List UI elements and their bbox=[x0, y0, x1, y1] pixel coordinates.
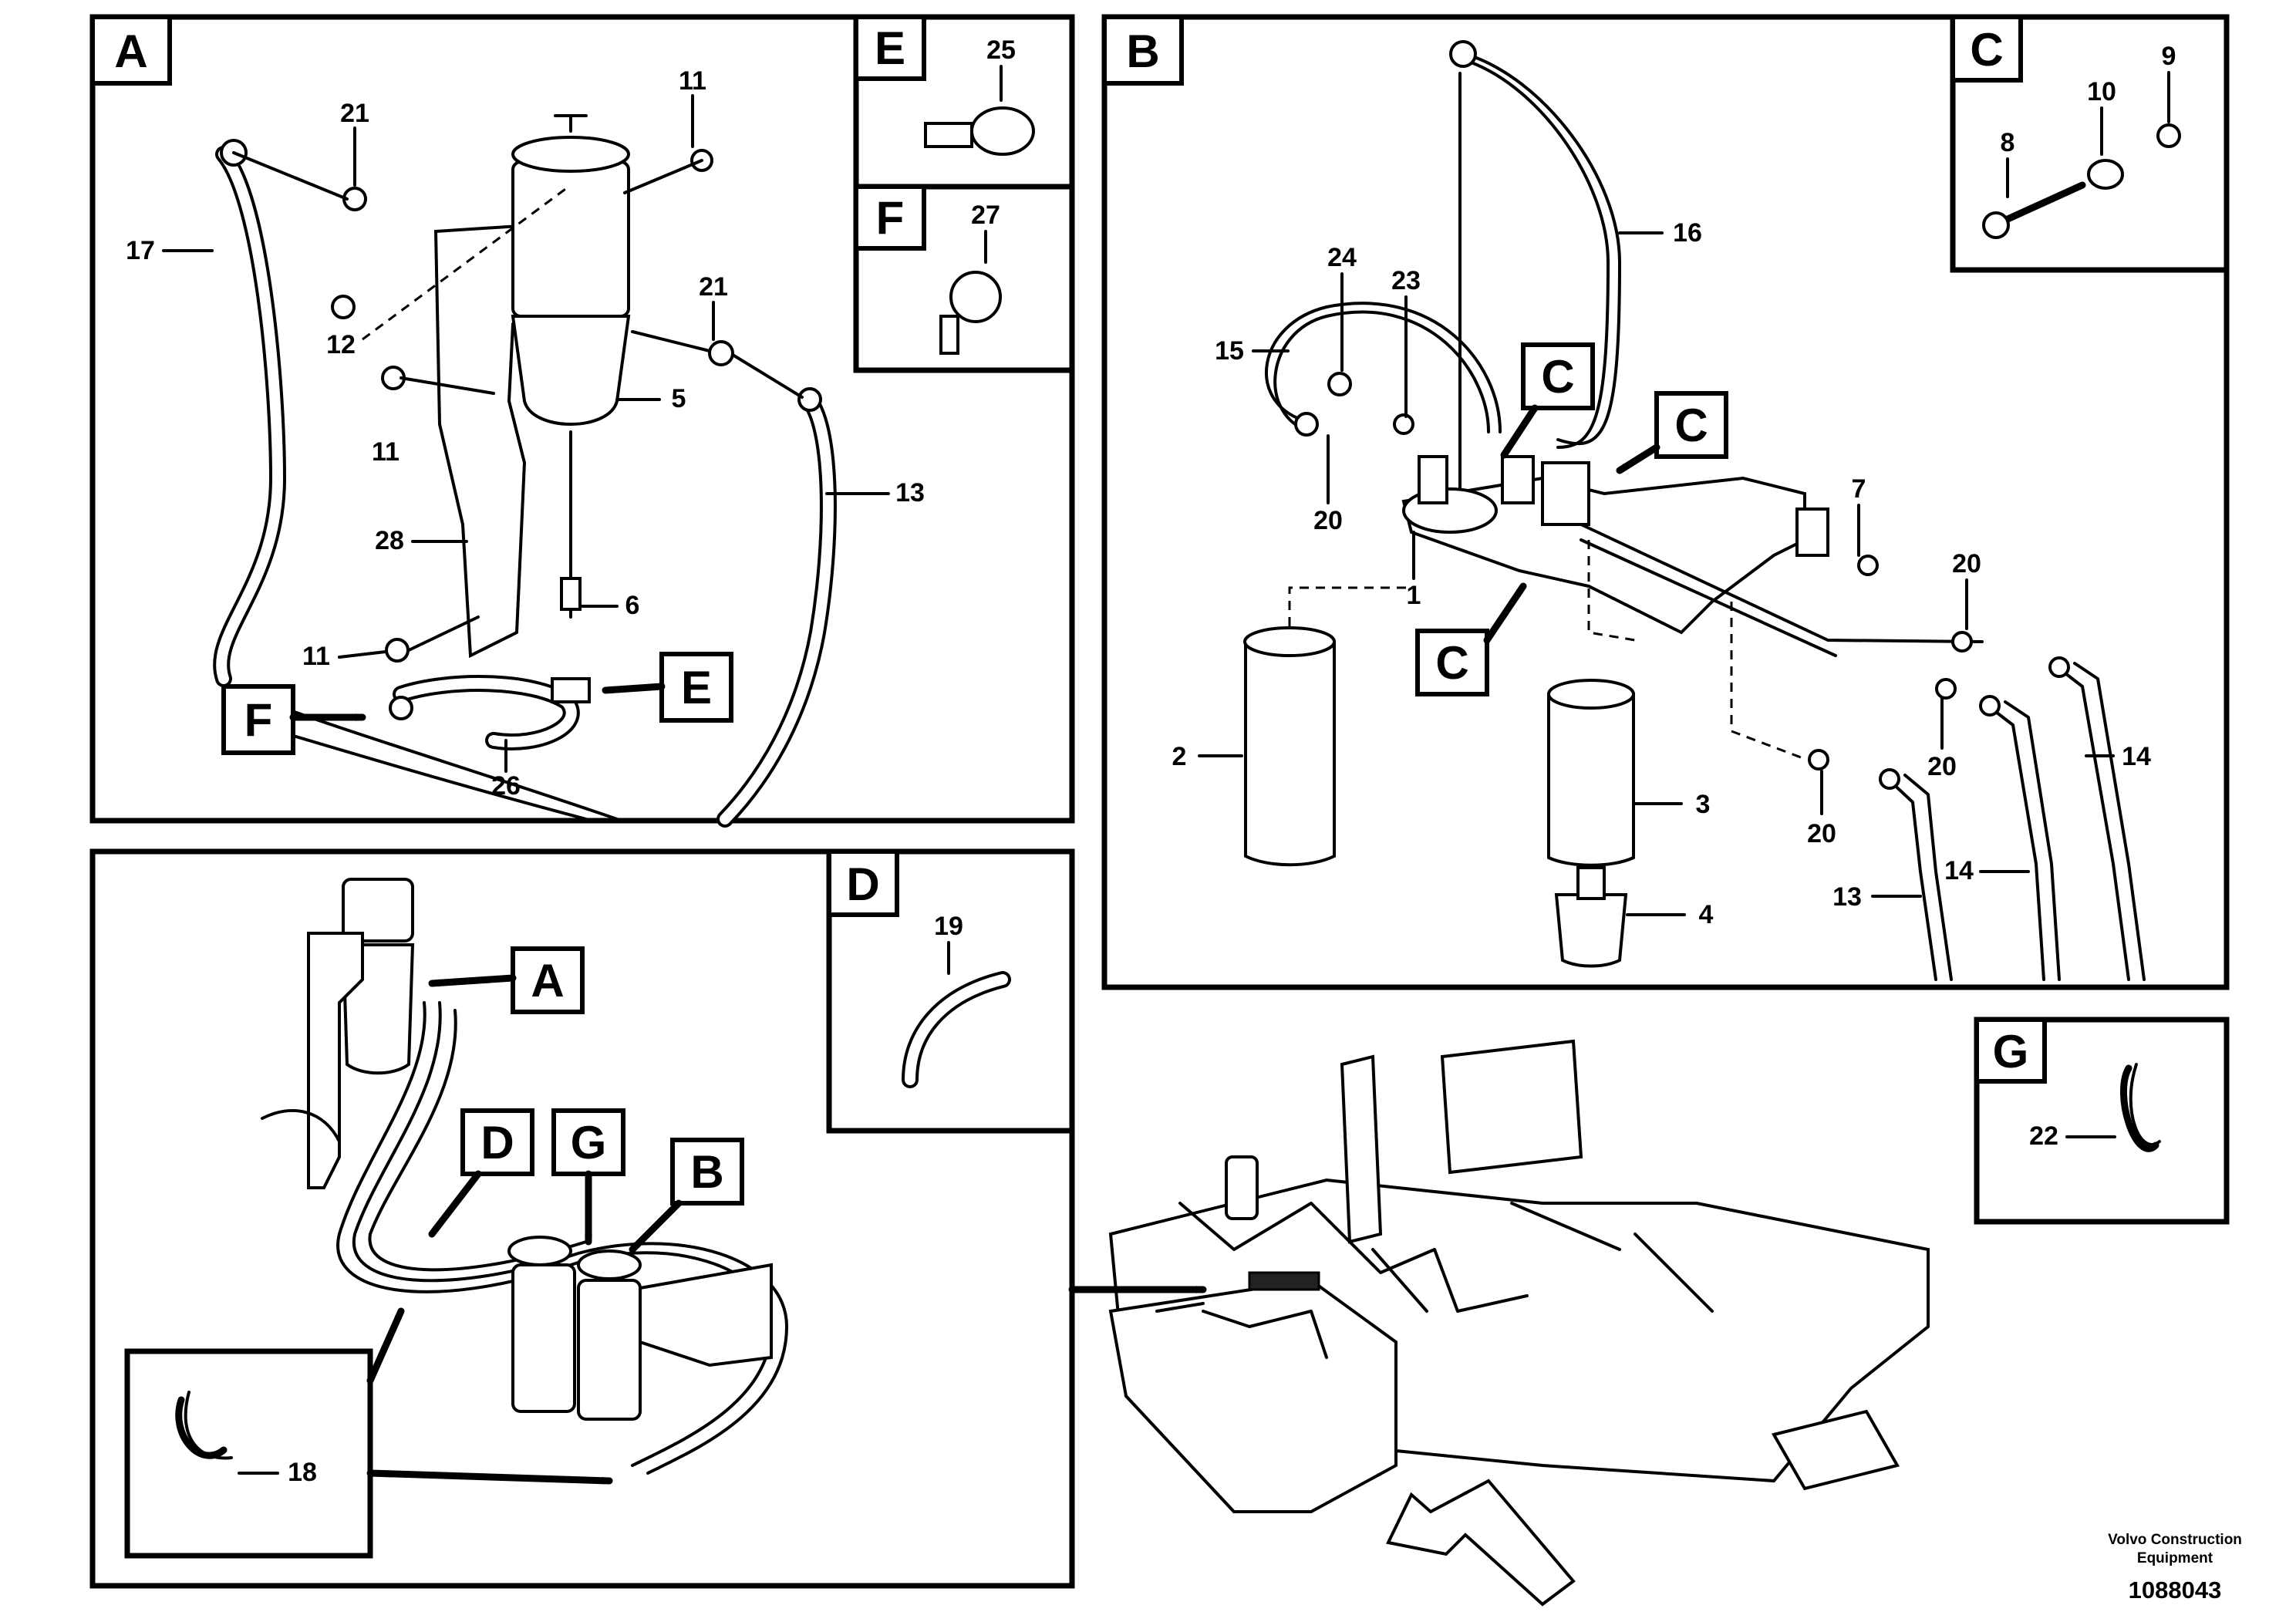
part-number: 28 bbox=[375, 526, 404, 555]
part-number: 21 bbox=[699, 272, 728, 302]
part-number: 13 bbox=[1832, 882, 1862, 912]
callout-d-view-label: D bbox=[480, 1117, 514, 1168]
fuel-prefilter-illustration bbox=[213, 114, 837, 828]
part-number: 20 bbox=[1807, 819, 1836, 848]
panel-a-label-box bbox=[90, 15, 172, 86]
bolt-8 bbox=[1994, 181, 2086, 228]
panel-d-label: D bbox=[846, 858, 879, 910]
part-number: 22 bbox=[2029, 1121, 2058, 1151]
callout-f-label: F bbox=[244, 694, 273, 746]
callout-c-1-label: C bbox=[1541, 351, 1574, 403]
filter-2 bbox=[1244, 640, 1336, 867]
part-number: 8 bbox=[2001, 128, 2015, 157]
part-number: 1 bbox=[1407, 581, 1421, 610]
panel-f: F 27 bbox=[853, 184, 1075, 373]
panel-g-label: G bbox=[1993, 1026, 2029, 1077]
cable-tie-18 bbox=[175, 1396, 228, 1459]
main-fuel-filter-illustration bbox=[1243, 40, 2146, 981]
callout-c-1: C bbox=[1500, 342, 1595, 459]
callout-e: E bbox=[602, 652, 733, 723]
part-number: 20 bbox=[1927, 752, 1957, 781]
panel-e: E 25 bbox=[853, 14, 1075, 190]
part-number: 24 bbox=[1327, 243, 1357, 272]
callout-c-2-label: C bbox=[1674, 400, 1708, 451]
clamp-25 bbox=[970, 106, 1035, 156]
panel-a-label: A bbox=[114, 25, 147, 77]
panel-d: D 19 bbox=[826, 848, 1075, 1134]
nut-9 bbox=[2156, 123, 2181, 148]
callout-a-view: A bbox=[428, 946, 585, 1014]
panel-c-label: C bbox=[1970, 24, 2003, 76]
part-number: 27 bbox=[971, 201, 1000, 230]
part-number: 4 bbox=[1699, 900, 1714, 929]
water-bowl-4 bbox=[1554, 893, 1628, 968]
callout-b-view: B bbox=[629, 1138, 744, 1253]
callout-c-3: C bbox=[1415, 582, 1527, 696]
part-number: 3 bbox=[1696, 790, 1711, 819]
callout-c-2: C bbox=[1616, 391, 1728, 474]
part-number: 26 bbox=[491, 771, 521, 801]
part-number: 15 bbox=[1215, 336, 1244, 366]
part-number: 13 bbox=[895, 478, 925, 508]
clamp-e bbox=[551, 677, 591, 703]
part-number: 11 bbox=[302, 642, 330, 671]
part-number: 23 bbox=[1391, 266, 1421, 295]
part-number: 18 bbox=[288, 1458, 317, 1487]
filter-element-3 bbox=[1547, 693, 1635, 867]
panel-c: C 8 10 9 bbox=[1950, 14, 2230, 273]
machine-frame-illustration bbox=[1108, 1039, 1930, 1514]
callout-g-view-label: G bbox=[571, 1117, 607, 1168]
detail-18-frame bbox=[124, 1348, 373, 1559]
part-number: 12 bbox=[326, 330, 356, 359]
part-number: 9 bbox=[2162, 42, 2176, 71]
line-16 bbox=[1464, 52, 1621, 446]
filter-head-1 bbox=[1401, 476, 1806, 635]
part-number: 20 bbox=[1313, 506, 1343, 535]
document-number: 1088043 bbox=[2129, 1576, 2222, 1603]
part-number: 14 bbox=[2122, 742, 2151, 771]
callout-c-3-label: C bbox=[1435, 637, 1468, 689]
callout-f: F bbox=[221, 684, 366, 755]
overview-illustration bbox=[261, 878, 788, 1475]
part-number: 7 bbox=[1852, 474, 1866, 504]
part-number: 25 bbox=[986, 35, 1016, 65]
line-15 bbox=[1273, 310, 1490, 433]
part-number: 17 bbox=[126, 236, 155, 265]
p-clamp-27 bbox=[949, 271, 1002, 323]
callout-g-view: G bbox=[551, 1108, 625, 1246]
callout-d-view: D bbox=[428, 1108, 534, 1238]
callout-e-label: E bbox=[681, 662, 712, 713]
part-number: 11 bbox=[679, 66, 706, 96]
panel-f-label: F bbox=[876, 192, 905, 244]
cable-tie-22 bbox=[2119, 1064, 2159, 1152]
part-number: 16 bbox=[1673, 218, 1702, 248]
panel-g: G 22 bbox=[1974, 1017, 2230, 1225]
part-number: 21 bbox=[340, 99, 369, 128]
direction-arrow bbox=[1386, 1479, 1576, 1607]
part-number: 14 bbox=[1944, 856, 1974, 885]
washer-10 bbox=[2087, 159, 2124, 190]
panel-e-label: E bbox=[875, 22, 905, 74]
panel-b-label: B bbox=[1126, 25, 1159, 77]
part-number: 5 bbox=[672, 384, 686, 413]
callout-a-view-label: A bbox=[531, 955, 564, 1007]
part-number: 19 bbox=[934, 912, 963, 941]
callout-b-view-label: B bbox=[690, 1146, 723, 1198]
part-number: 11 bbox=[372, 437, 400, 467]
part-number: 20 bbox=[1952, 549, 1981, 578]
part-number: 2 bbox=[1172, 742, 1187, 771]
part-number: 10 bbox=[2087, 77, 2116, 106]
company-caption-line2: Equipment bbox=[2137, 1550, 2213, 1566]
part-number: 6 bbox=[625, 591, 640, 620]
company-caption-line1: Volvo Construction bbox=[2108, 1532, 2242, 1548]
